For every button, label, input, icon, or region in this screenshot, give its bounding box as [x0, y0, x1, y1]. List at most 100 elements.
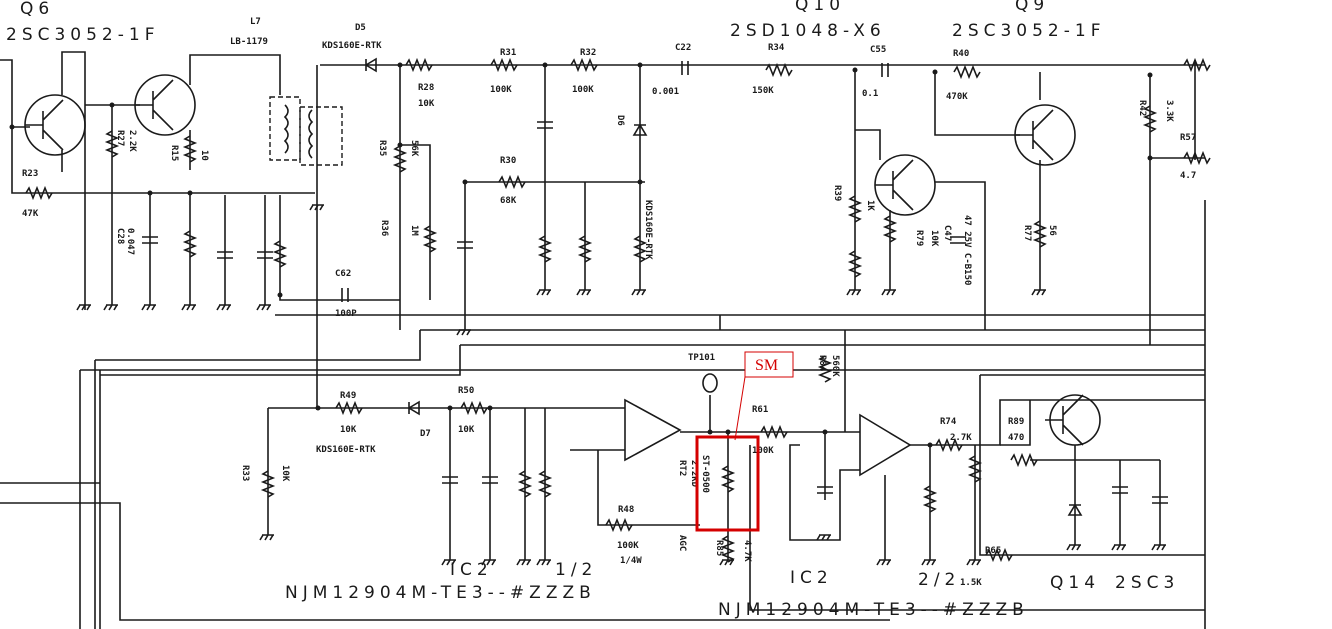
wire [0, 482, 890, 621]
resistor-symbol [490, 57, 518, 73]
label-components-C22-ref: C22 [675, 43, 691, 53]
wire [749, 445, 1205, 611]
label-components-R40-ref: R40 [953, 49, 969, 59]
sm-leader-line [734, 376, 746, 441]
label-components-R15-ref: R15 [169, 145, 179, 161]
capacitor-symbol [257, 251, 273, 259]
diode-symbol [632, 123, 648, 136]
diode-symbol [1067, 503, 1083, 516]
label-components-R77-value: 56 [1047, 225, 1057, 236]
resistor-symbol [1142, 105, 1158, 133]
resistor-symbol [847, 195, 863, 223]
capacitor-symbol [142, 236, 158, 244]
capacitor-symbol [482, 476, 498, 484]
resistor-symbol [985, 547, 1013, 563]
ground-icon [456, 329, 471, 336]
label-components-R65-value: 1.5K [960, 578, 982, 588]
label-title_blocks-q14-ref: Q14 [1050, 573, 1100, 593]
label-components-R40-value: 470K [946, 92, 968, 102]
ground-icon [719, 559, 734, 566]
ground-icon [536, 289, 551, 296]
label-components-C55-value: 0.1 [862, 89, 878, 99]
wire [934, 72, 1020, 136]
label-title_blocks-ic2_a-ref: IC2 [450, 560, 493, 580]
label-components-RT2-ref: RT2 [677, 460, 687, 476]
junction-dot [637, 62, 643, 68]
label-components-L7-ref: L7 [250, 17, 261, 27]
label-components-D5-value: KDS160E-RTK [322, 41, 382, 51]
junction-dot [147, 190, 153, 196]
resistor-symbol [517, 470, 533, 498]
label-title_blocks-ic2_b-unit: 2/2 [918, 570, 960, 590]
resistor-symbol [422, 225, 438, 253]
ground-icon [536, 559, 551, 566]
label-components-R89-value: 470 [1008, 433, 1024, 443]
resistor-symbol [760, 424, 788, 440]
label-components-R34-ref: R34 [768, 43, 785, 53]
label-components-R31-ref: R31 [500, 48, 516, 58]
ground-icon [1066, 544, 1081, 551]
resistor-symbol [765, 62, 793, 78]
label-components-R36-value: 1M [409, 225, 419, 236]
resistor-symbol [104, 130, 120, 158]
label-components-R50-value: 10K [458, 425, 475, 435]
label-components-TP101-ref: TP101 [688, 353, 715, 363]
label-components-C22-value: 0.001 [652, 87, 679, 97]
label-components-R33-value: 10K [280, 465, 290, 482]
tp101-testpoint-icon [702, 373, 718, 393]
resistor-symbol [953, 64, 981, 80]
label-components-R65-ref: R65 [985, 546, 1001, 556]
resistor-symbol [460, 400, 488, 416]
resistor-symbol [632, 235, 648, 263]
label-title_blocks-ic2_a-unit: 1/2 [555, 560, 597, 580]
wire [855, 129, 881, 160]
ground-icon [516, 559, 531, 566]
junction-dot [187, 190, 193, 196]
ground-icon [876, 559, 891, 566]
capacitor-symbol [1152, 496, 1168, 504]
junction-dot [852, 67, 858, 73]
label-title_blocks-q10-part: 2SD1048-X6 [730, 21, 886, 41]
resistor-symbol [182, 230, 198, 258]
wire [1194, 60, 1206, 629]
l7-inductor-icon [283, 104, 314, 159]
label-components-R48-value: 100K [617, 541, 639, 551]
label-components-R85-value: 4.7K [742, 540, 752, 562]
junction-dot [315, 405, 321, 411]
diode-symbol [364, 57, 377, 73]
junction-dot [1147, 72, 1153, 78]
label-components-R57-ref: R57 [1180, 133, 1196, 143]
capacitor-symbol [817, 486, 833, 494]
ground-icon [309, 204, 324, 211]
wires [0, 51, 1206, 629]
label-components-R30-value: 68K [500, 196, 517, 206]
junction-dot [927, 442, 933, 448]
label-components-R23-ref: R23 [22, 169, 38, 179]
opamp-symbol-1 [624, 398, 682, 462]
wire [910, 399, 1205, 446]
l7-coil-box [299, 106, 343, 166]
junction-dot [462, 179, 468, 185]
label-components-R27-ref: R27 [115, 130, 125, 146]
label-title_blocks-q9-ref: Q9 [1015, 0, 1049, 15]
junction-dot [9, 124, 15, 130]
ground-icon [103, 304, 118, 311]
label-components-D6-ref: D6 [615, 115, 625, 126]
junction-dot [447, 405, 453, 411]
resistor-symbol [25, 185, 53, 201]
label-title_blocks-q10-ref: Q10 [795, 0, 845, 15]
capacitor-symbol [950, 236, 966, 244]
label-components-R61-ref: R61 [752, 405, 768, 415]
resistor-symbol [605, 517, 633, 533]
resistor-symbol [570, 57, 598, 73]
label-components-C62-value: 100P [335, 309, 357, 319]
resistor-symbol [847, 250, 863, 278]
q6-transistor-symbol [24, 94, 86, 156]
label-components-R32-value: 100K [572, 85, 594, 95]
label-components-R49-ref: R49 [340, 391, 356, 401]
label-title_blocks-q6-ref: Q6 [20, 0, 54, 19]
resistor-symbol [392, 145, 408, 173]
label-components-C62-ref: C62 [335, 269, 351, 279]
resistor-symbol [935, 437, 963, 453]
label-components-R28-value: 10K [418, 99, 435, 109]
